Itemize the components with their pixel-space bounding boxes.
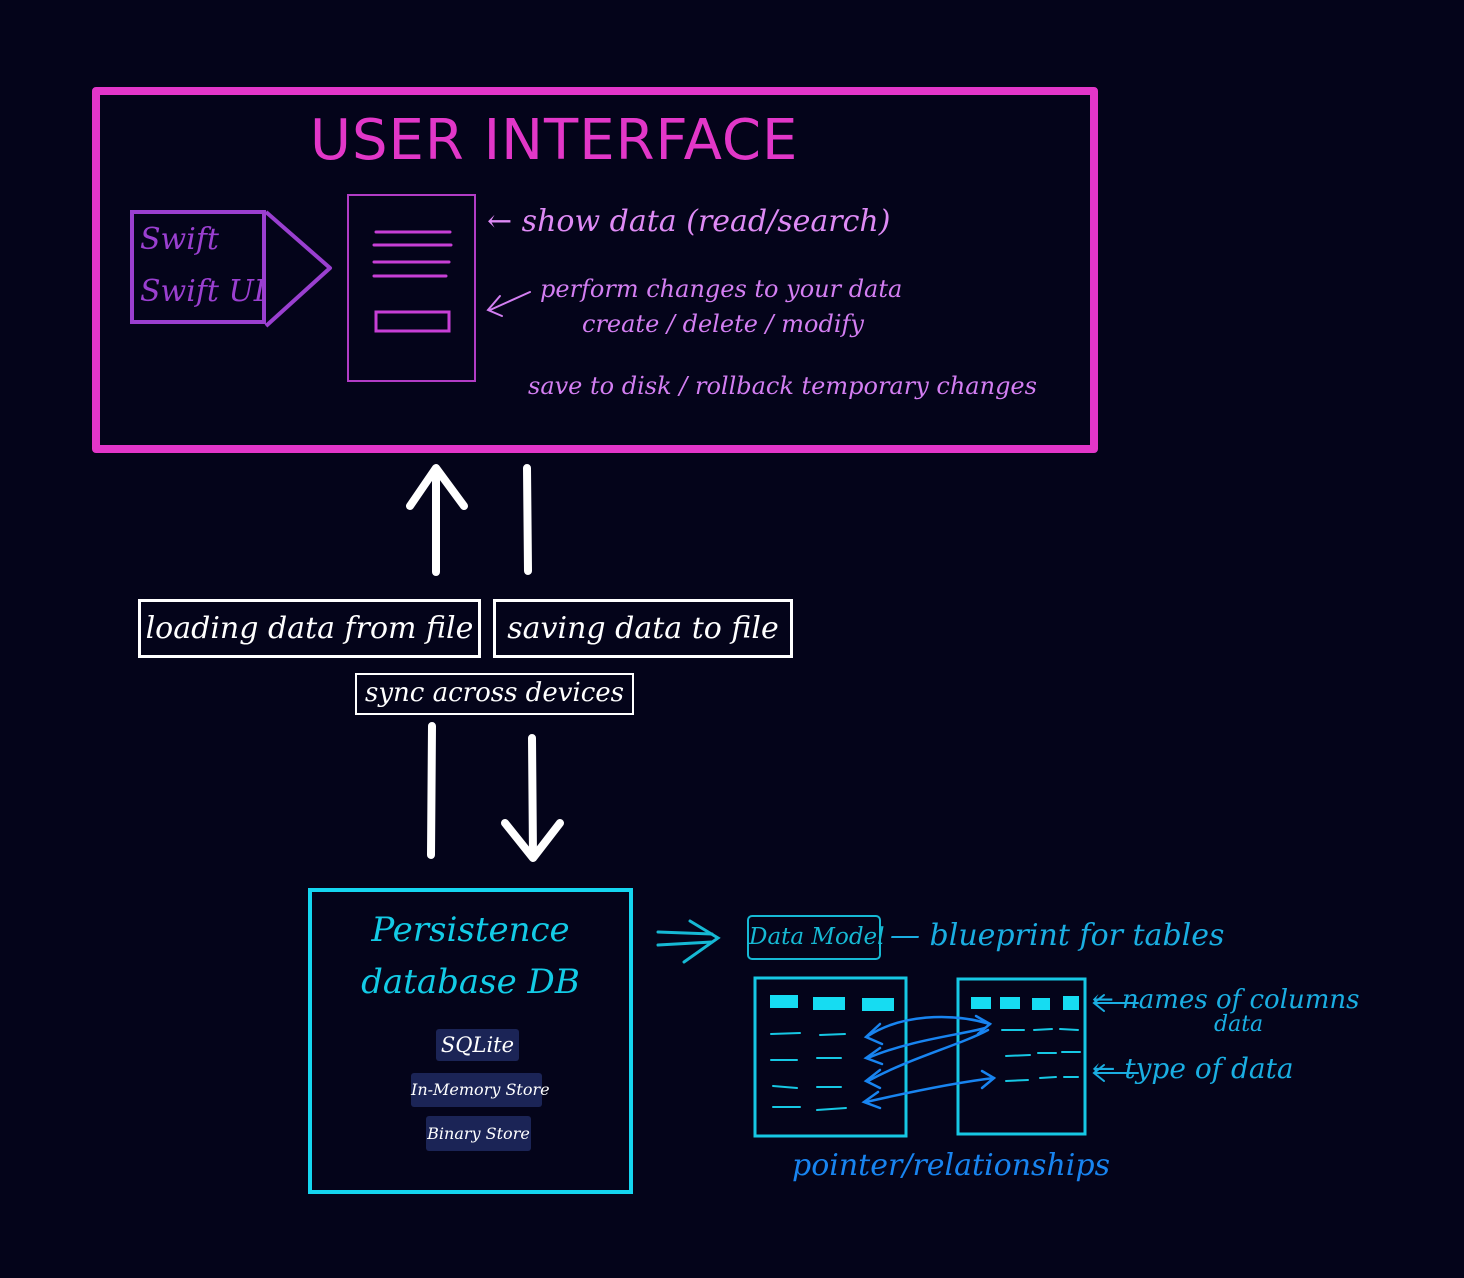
swift-box xyxy=(130,210,266,324)
column-names-sub-annotation: data xyxy=(1214,1012,1264,1037)
save-line-icon xyxy=(523,464,532,575)
user-interface-panel xyxy=(92,87,1098,453)
ui-document-lines xyxy=(372,230,453,278)
load-line-icon xyxy=(427,722,436,859)
save-down-arrow-icon xyxy=(528,734,537,860)
persistence-panel xyxy=(308,888,633,1194)
user-interface-title: USER INTERFACE xyxy=(310,108,799,173)
type-of-data-annotation: ← type of data xyxy=(1092,1052,1294,1085)
saving-data-box: saving data to file xyxy=(493,599,793,658)
blueprint-annotation: — blueprint for tables xyxy=(890,918,1225,953)
create-delete-modify-annotation: create / delete / modify xyxy=(582,310,864,338)
column-names-annotation: ← names of columns xyxy=(1092,985,1360,1015)
show-data-annotation: ← show data (read/search) xyxy=(487,204,891,239)
perform-changes-arrow-icon xyxy=(486,291,531,317)
relationship-arrows-icon xyxy=(861,1014,997,1110)
ui-document-sketch xyxy=(347,194,476,382)
save-rollback-annotation: save to disk / rollback temporary change… xyxy=(528,372,1037,400)
data-model-box: Data Model xyxy=(747,915,885,960)
pointer-relationships-annotation: pointer/relationships xyxy=(792,1148,1110,1183)
swift-label: Swift xyxy=(140,222,219,257)
swiftui-label: Swift UI xyxy=(140,274,266,309)
ui-document-button-sketch xyxy=(374,310,451,333)
persistence-title: Persistence xyxy=(371,910,570,950)
loading-data-box: loading data from file xyxy=(138,599,481,658)
in-memory-store-chip: In-Memory Store xyxy=(411,1073,550,1107)
perform-changes-annotation: perform changes to your data xyxy=(540,275,903,303)
table-sketch-right xyxy=(956,977,1087,1136)
swift-pointer-arrow xyxy=(264,210,332,328)
sync-devices-box: sync across devices xyxy=(355,673,634,715)
double-arrow-icon xyxy=(656,919,721,964)
binary-store-chip: Binary Store xyxy=(426,1116,531,1151)
sqlite-store-chip: SQLite xyxy=(436,1029,519,1061)
database-label: database DB xyxy=(361,962,580,1002)
table-sketch-left xyxy=(753,976,908,1138)
